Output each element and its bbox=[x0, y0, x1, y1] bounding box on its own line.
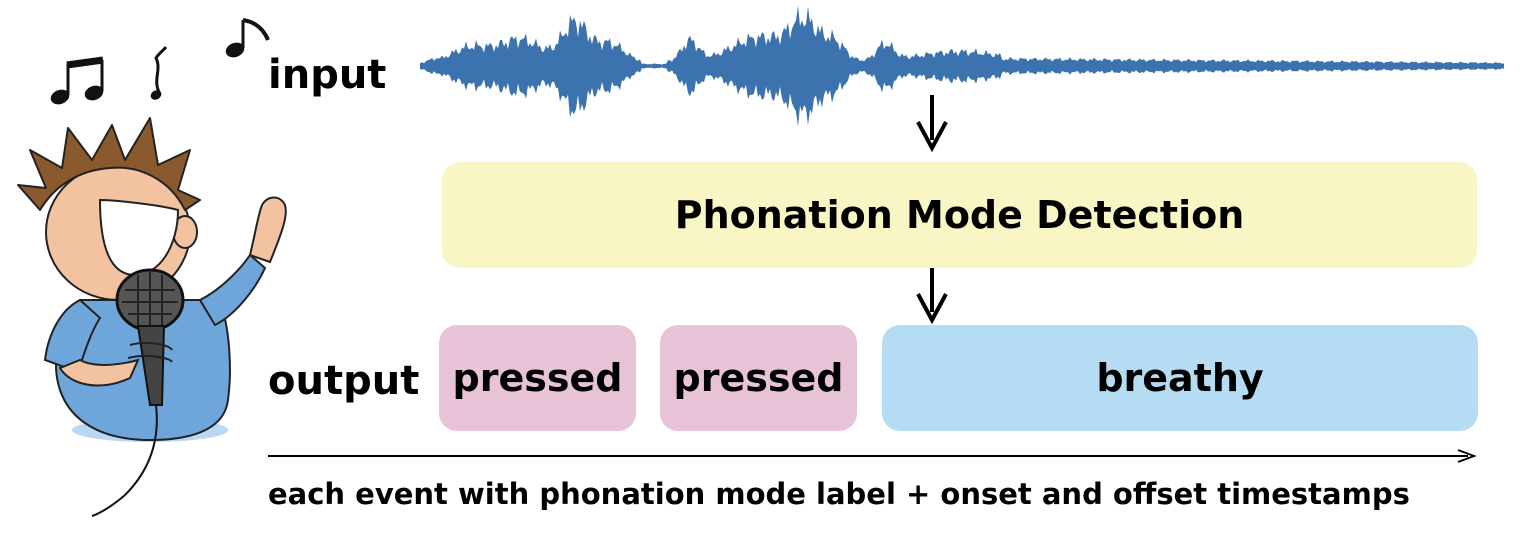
down-arrow-icon bbox=[916, 268, 948, 325]
event-label-box: pressed bbox=[439, 325, 636, 431]
down-arrow-icon bbox=[916, 95, 948, 153]
phonation-mode-detection-box: Phonation Mode Detection bbox=[442, 162, 1477, 268]
output-label: output bbox=[268, 358, 420, 404]
audio-waveform bbox=[420, 5, 1504, 127]
event-label-box: breathy bbox=[882, 325, 1478, 431]
timeline-arrow bbox=[268, 449, 1477, 463]
input-label: input bbox=[268, 52, 387, 98]
timeline-caption: each event with phonation mode label + o… bbox=[268, 477, 1410, 511]
singer-illustration-icon bbox=[17, 117, 287, 517]
music-notes-icon bbox=[50, 18, 270, 105]
event-label-box: pressed bbox=[660, 325, 857, 431]
